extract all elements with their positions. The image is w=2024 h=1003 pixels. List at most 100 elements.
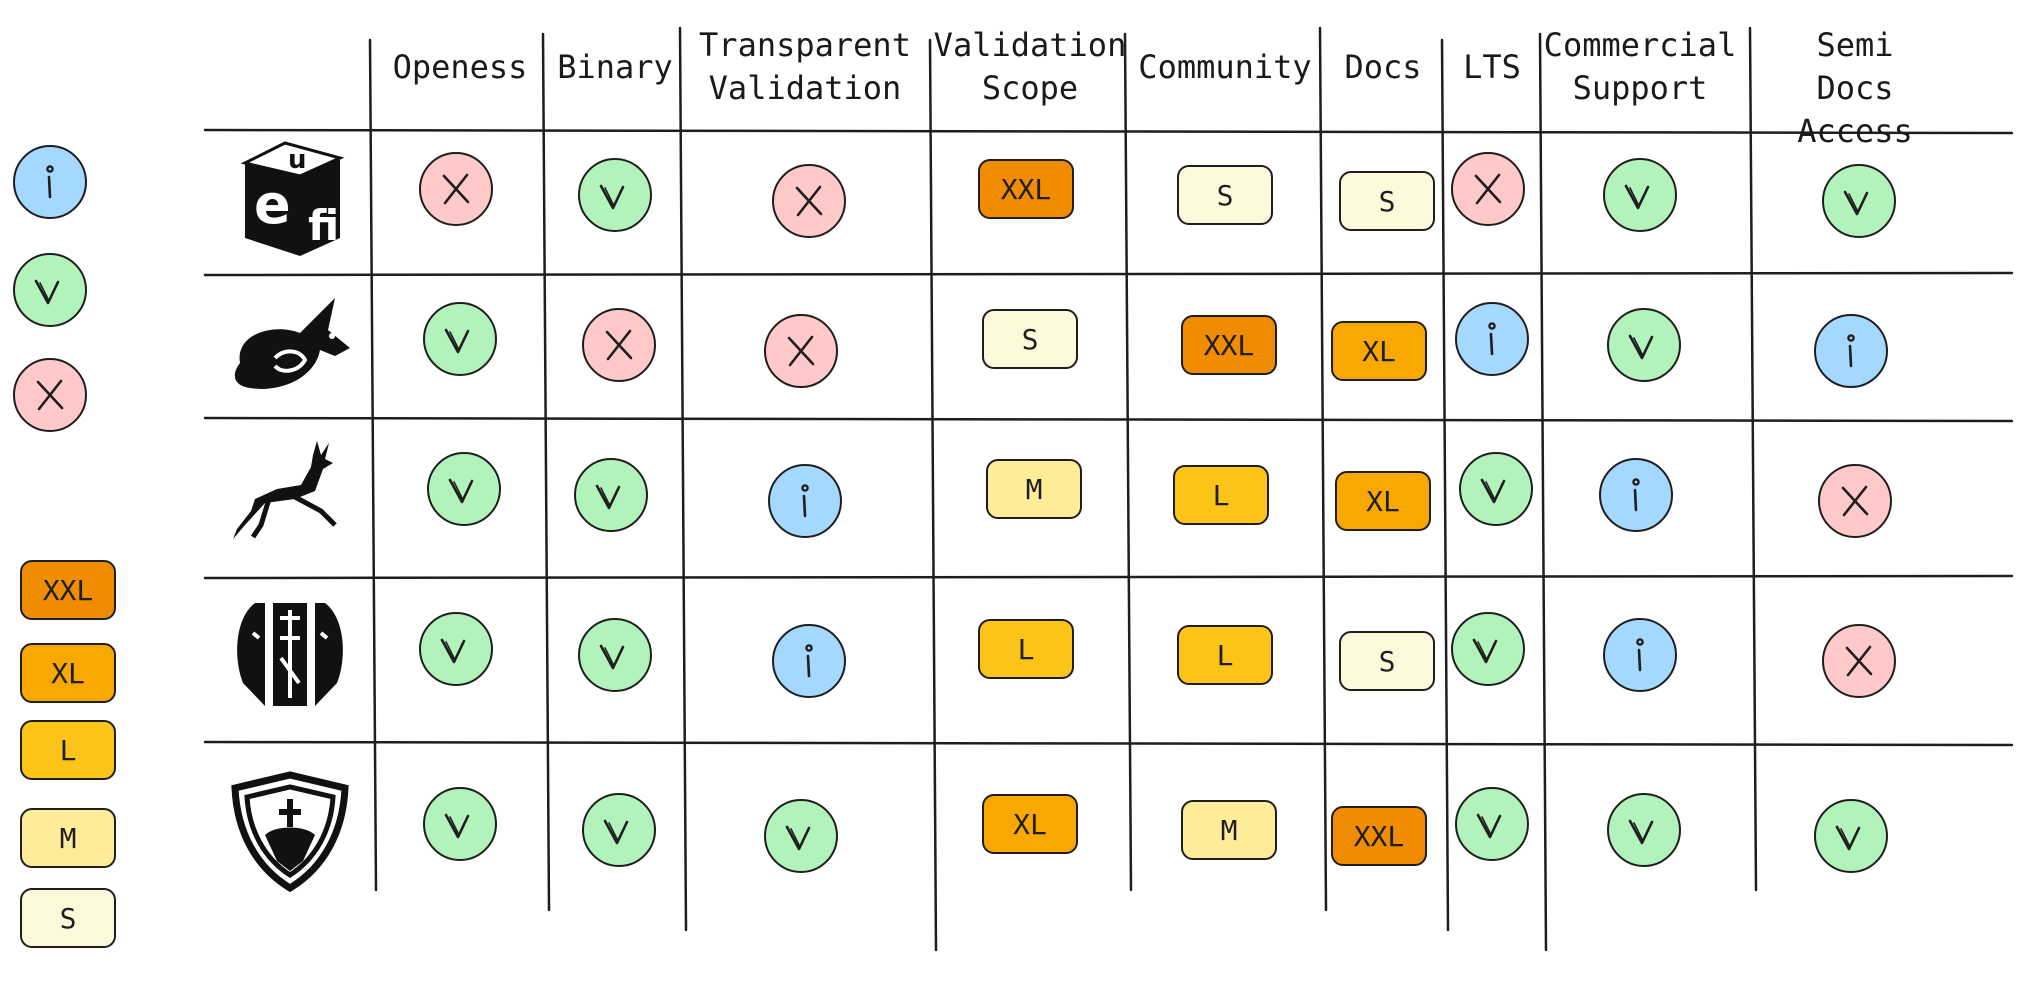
check-icon xyxy=(1843,190,1869,216)
cell-size-xxl: XXL xyxy=(1181,315,1277,375)
check-icon xyxy=(1480,478,1506,504)
check-icon xyxy=(444,328,470,354)
cell-yes xyxy=(427,452,501,526)
cell-yes xyxy=(764,799,838,873)
info-icon xyxy=(801,484,809,518)
cell-size-xl: XL xyxy=(982,794,1078,854)
cell-size-l: L xyxy=(1177,625,1273,685)
column-header: Openess xyxy=(392,48,528,86)
cell-no xyxy=(1451,152,1525,226)
svg-text:u: u xyxy=(288,145,307,175)
check-icon xyxy=(1628,819,1654,845)
info-icon xyxy=(1488,322,1496,356)
cell-size-l: L xyxy=(1173,465,1269,525)
cell-yes xyxy=(1607,308,1681,382)
cross-icon xyxy=(442,173,470,205)
cross-icon xyxy=(605,329,633,361)
cell-no xyxy=(582,308,656,382)
cell-info xyxy=(1599,458,1673,532)
cell-yes xyxy=(1822,164,1896,238)
cell-size-m: M xyxy=(986,459,1082,519)
column-header: Validation Scope xyxy=(933,26,1127,107)
cell-yes xyxy=(1459,452,1533,526)
cell-size-s: S xyxy=(1339,171,1435,231)
cell-yes xyxy=(423,787,497,861)
cell-size-s: S xyxy=(982,309,1078,369)
cell-info xyxy=(768,464,842,538)
column-header: Docs xyxy=(1344,48,1422,86)
column-header: Semi Docs Access xyxy=(1797,26,1913,150)
svg-text:e: e xyxy=(254,173,291,236)
cell-yes xyxy=(1607,793,1681,867)
legend-size-s: S xyxy=(20,888,116,948)
cross-icon xyxy=(36,379,64,411)
cell-info xyxy=(1814,314,1888,388)
legend-size-m: M xyxy=(20,808,116,868)
check-icon xyxy=(595,484,621,510)
rabbit-logo xyxy=(220,288,360,402)
column-header: Binary xyxy=(557,48,673,86)
cell-size-s: S xyxy=(1177,165,1273,225)
legend-size-l: L xyxy=(20,720,116,780)
cell-no xyxy=(419,152,493,226)
cell-no xyxy=(1822,624,1896,698)
column-header: Community xyxy=(1138,48,1312,86)
cell-size-xxl: XXL xyxy=(1331,806,1427,866)
cell-yes xyxy=(1814,799,1888,873)
legend-size-xl: XL xyxy=(20,643,116,703)
cell-yes xyxy=(574,458,648,532)
check-icon xyxy=(1472,638,1498,664)
cell-yes xyxy=(578,158,652,232)
check-icon xyxy=(448,478,474,504)
check-icon xyxy=(440,638,466,664)
cell-size-s: S xyxy=(1339,631,1435,691)
check-icon xyxy=(444,813,470,839)
check-icon xyxy=(599,644,625,670)
legend-no xyxy=(13,358,87,432)
shield-cross-logo xyxy=(225,763,355,897)
cell-info xyxy=(772,624,846,698)
cross-icon xyxy=(787,335,815,367)
cell-no xyxy=(772,164,846,238)
check-icon xyxy=(1624,184,1650,210)
column-header: Transparent Validation xyxy=(699,26,911,107)
cell-size-m: M xyxy=(1181,800,1277,860)
cell-size-l: L xyxy=(978,619,1074,679)
cell-yes xyxy=(1455,787,1529,861)
cell-size-xl: XL xyxy=(1335,471,1431,531)
check-icon xyxy=(1628,334,1654,360)
check-icon xyxy=(603,819,629,845)
cell-size-xxl: XXL xyxy=(978,159,1074,219)
check-icon xyxy=(785,825,811,851)
check-icon xyxy=(599,184,625,210)
info-icon xyxy=(1847,334,1855,368)
info-icon xyxy=(805,644,813,678)
column-header: LTS xyxy=(1463,48,1521,86)
cell-info xyxy=(1603,618,1677,692)
cell-size-xl: XL xyxy=(1331,321,1427,381)
legend-info xyxy=(13,145,87,219)
svg-text:fi: fi xyxy=(308,201,339,250)
cell-no xyxy=(1818,464,1892,538)
check-icon xyxy=(1835,825,1861,851)
cross-icon xyxy=(795,185,823,217)
check-icon xyxy=(34,279,60,305)
info-icon xyxy=(1632,478,1640,512)
cell-yes xyxy=(1451,612,1525,686)
faces-emblem-logo xyxy=(225,588,355,722)
cell-yes xyxy=(423,302,497,376)
deer-logo xyxy=(225,433,355,557)
cell-yes xyxy=(419,612,493,686)
check-icon xyxy=(1476,813,1502,839)
legend-yes xyxy=(13,253,87,327)
column-header: Commercial Support xyxy=(1543,26,1737,107)
cell-info xyxy=(1455,302,1529,376)
cross-icon xyxy=(1845,645,1873,677)
cross-icon xyxy=(1841,485,1869,517)
cross-icon xyxy=(1474,173,1502,205)
info-icon xyxy=(46,165,54,199)
info-icon xyxy=(1636,638,1644,672)
legend-size-xxl: XXL xyxy=(20,560,116,620)
